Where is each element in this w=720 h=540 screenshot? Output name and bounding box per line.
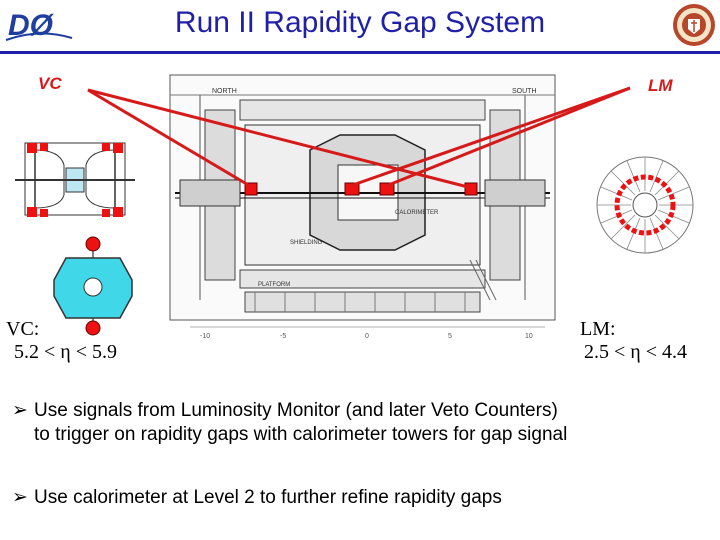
slide-title: Run II Rapidity Gap System [174,6,546,39]
luminosity-monitor-ring-icon [596,156,694,254]
north-label: NORTH [212,88,237,95]
axis-tick-five: 5 [448,333,452,340]
university-seal-icon [673,4,715,46]
lm-label: LM: [580,318,616,340]
calorimeter-label: CALORIMETER [395,210,439,216]
axis-tick-minus-five: -5 [280,333,286,340]
detector-cross-section-icon: NORTH SOUTH CALORIMETER SHIELDING PLATFO… [169,74,556,340]
arrow-bullet-icon: ➢ [12,400,28,421]
axis-tick-zero: 0 [365,333,369,340]
shielding-label: SHIELDING [290,240,323,246]
vc-rapidity-range: 5.2 < η < 5.9 [14,341,118,363]
veto-counter-schematic-icon [15,142,135,336]
axis-tick-minus-ten: -10 [200,333,210,340]
axis-tick-ten: 10 [525,333,533,340]
south-label: SOUTH [512,88,537,95]
bullet-line: Use signals from Luminosity Monitor (and… [34,400,558,421]
detector-figure: NORTH SOUTH CALORIMETER SHIELDING PLATFO… [15,74,694,340]
callout-arrows [87,86,631,189]
arrow-bullet-icon: ➢ [12,487,28,508]
lm-rapidity-range: 2.5 < η < 4.4 [584,341,688,363]
platform-label: PLATFORM [258,282,290,288]
bullet-text: Use signals from Luminosity Monitor (and… [34,399,567,447]
lm-callout: LM [648,76,673,95]
vc-callout: VC [38,74,62,93]
bullet-line: Use calorimeter at Level 2 to further re… [34,487,502,508]
bullet-line: to trigger on rapidity gaps with calorim… [34,424,568,445]
vc-label: VC: [6,318,40,340]
bullet-text: Use calorimeter at Level 2 to further re… [34,486,502,510]
d0-logo-icon: DØ [4,4,74,44]
title-underline [0,51,720,54]
